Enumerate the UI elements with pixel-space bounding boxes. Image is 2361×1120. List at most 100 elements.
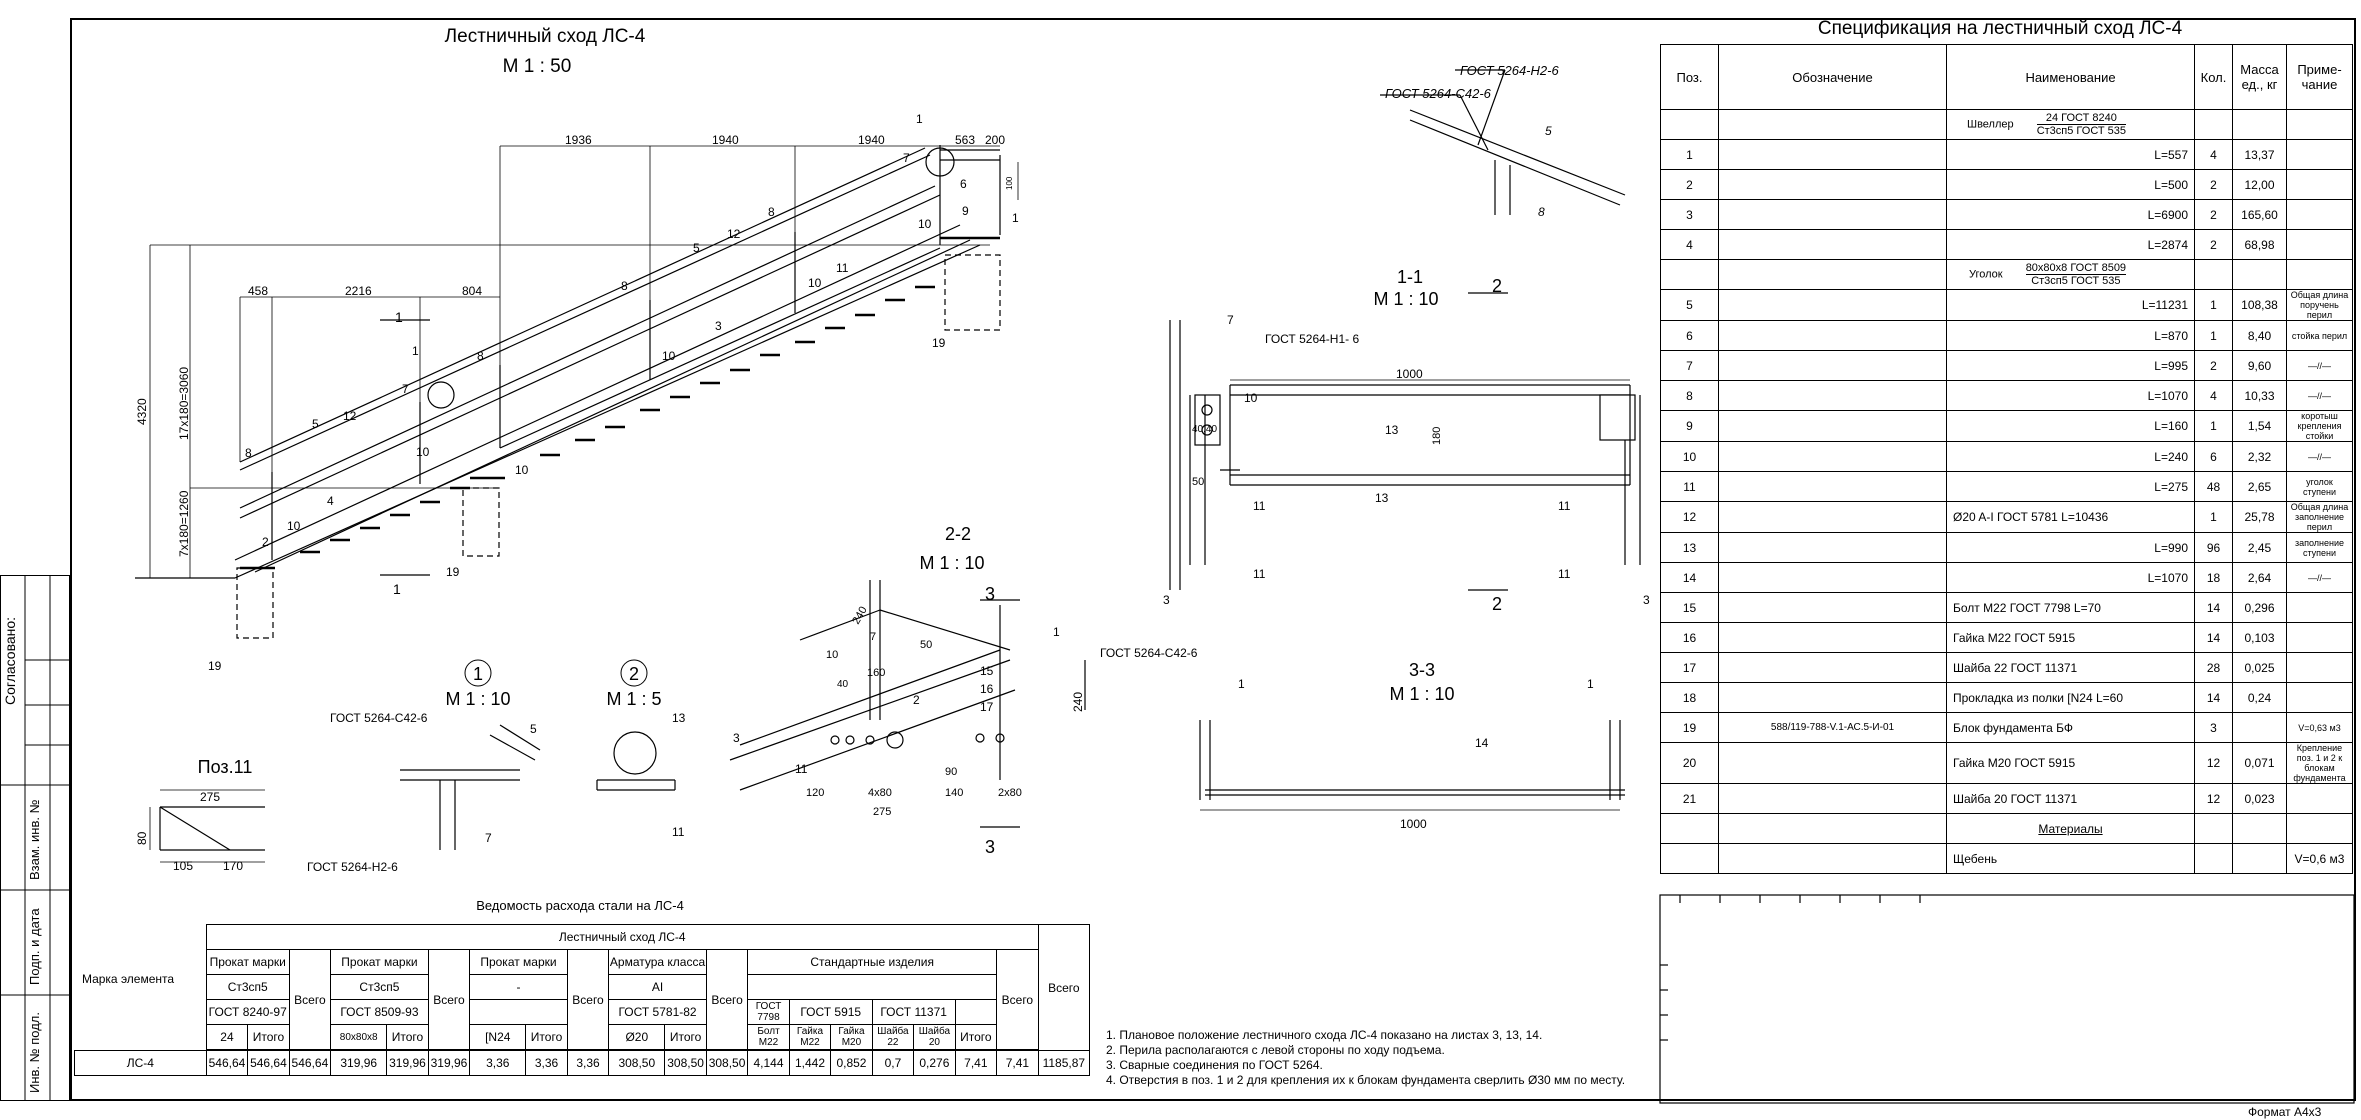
gost-h2-6-top: ГОСТ 5264-Н2-6 [1460, 63, 1559, 78]
weld-detail-top [1380, 69, 1626, 215]
sec11-title: 1-1 [1397, 267, 1423, 287]
spec-cell-mass: 9,60 [2232, 350, 2287, 381]
sec22-dim-4x80: 4x80 [868, 787, 892, 799]
drawing-frame [70, 18, 2356, 1101]
num-3: 3 [715, 319, 722, 333]
spec-cell-des [1718, 441, 1947, 472]
spec-cell-note: —//— [2286, 380, 2353, 411]
spec-cell-mass: 1,54 [2232, 410, 2287, 442]
spec-cell-name: L=995 [1946, 350, 2195, 381]
num-15: 15 [980, 664, 994, 678]
spec-cell-mass: 68,98 [2232, 229, 2287, 260]
dim-left-2: 17x180=3060 [177, 367, 191, 440]
spec-cell-des [1718, 320, 1947, 351]
steel-cell: 546,64 [288, 1050, 332, 1076]
num-10g: 10 [1244, 391, 1258, 405]
spec-cell-pos: 11 [1660, 471, 1719, 502]
grade-3: - [469, 974, 568, 1000]
spec-cell-name: Гайка М20 ГОСТ 5915 [1946, 742, 2195, 784]
steel-header-main: Лестничный сход ЛС-4 [205, 924, 1039, 950]
spec-cell-des [1718, 592, 1947, 623]
node1-number: 1 [473, 664, 483, 684]
spec-h-mass: Масса ед., кг [2232, 44, 2287, 110]
spec-cell-mass: 2,32 [2232, 441, 2287, 472]
spec-cell-name: Прокладка из полки [N24 L=60 [1946, 682, 2195, 713]
spec-cell-des [1718, 783, 1947, 814]
spec-cell-note: —//— [2286, 562, 2353, 593]
col-itogo-4: Итого [664, 1024, 707, 1050]
sec33-title: 3-3 [1409, 660, 1435, 680]
gost-8509: ГОСТ 8509-93 [330, 999, 429, 1025]
group1-top: 24 ГОСТ 8240 [2036, 112, 2127, 125]
spec-h-name: Наименование [1946, 44, 2195, 110]
gost-11371: ГОСТ 11371 [871, 999, 956, 1025]
spec-cell-mass: 0,023 [2232, 783, 2287, 814]
dim-top-1: 1936 [565, 133, 592, 147]
num-8a: 8 [768, 205, 775, 219]
spec-cell-note: —//— [2286, 350, 2353, 381]
main-view-title: Лестничный сход ЛС-4 [445, 26, 646, 47]
spec-cell-note: Крепление поз. 1 и 2 к блокам фундамента [2286, 742, 2353, 784]
spec-cell-qty: 1 [2194, 320, 2233, 351]
num-8e: 8 [1538, 205, 1545, 219]
steel-cell: 319,96 [386, 1050, 429, 1076]
spec-cell-note: коротыш крепления стойки [2286, 410, 2353, 442]
sec22-dim-50: 50 [920, 639, 932, 651]
section-1-1 [1169, 320, 1641, 590]
num-10b: 10 [808, 276, 822, 290]
gost-c42-33: ГОСТ 5264-С42-6 [1100, 646, 1198, 660]
group2-top: 80х80х8 ГОСТ 8509 [2025, 262, 2127, 275]
spec-cell-des: 588/119-788-V.1-АС.5-И-01 [1718, 712, 1947, 743]
spec-cell-qty: 28 [2194, 652, 2233, 683]
steel-cell: 7,41 [954, 1050, 998, 1076]
spec-cell-pos: 5 [1660, 289, 1719, 321]
steel-cell: 546,64 [205, 1050, 249, 1076]
gost-c42-6-top: ГОСТ 5264-С42-6 [1385, 86, 1492, 101]
num-3d: 3 [733, 731, 740, 745]
num-10a: 10 [918, 217, 932, 231]
gost-h2-node: ГОСТ 5264-Н2-6 [307, 860, 398, 874]
col-itogo-1: Итого [247, 1024, 290, 1050]
spec-cell-des [1718, 229, 1947, 260]
steel-cell: 0,7 [871, 1050, 915, 1076]
spec-cell-name: Гайка М22 ГОСТ 5915 [1946, 622, 2195, 653]
dim-mid-1: 458 [248, 284, 268, 298]
spec-cell-des [1718, 199, 1947, 230]
num-19a: 19 [932, 336, 946, 350]
sec11-dim-4040: 40,40 [1192, 424, 1217, 435]
steel-cell: 3,36 [469, 1050, 527, 1076]
num-8b: 8 [621, 279, 628, 293]
spec-cell-name: L=275 [1946, 471, 2195, 502]
num-2b: 2 [913, 693, 920, 707]
note-3: 3. Сварные соединения по ГОСТ 5264. [1106, 1058, 1323, 1072]
main-view-scale: М 1 : 50 [503, 56, 572, 77]
col-wash20: Шайба 20 [913, 1024, 956, 1050]
sec11-scale: М 1 : 10 [1373, 289, 1438, 309]
spec-cell-pos: 10 [1660, 441, 1719, 472]
sec-2-bottom: 2 [1492, 594, 1502, 614]
side-stamp: Согласовано: Взам. инв. № Подп. и дата И… [0, 575, 70, 1101]
sec22-dim-40: 40 [837, 679, 849, 690]
sec11-dim-180: 180 [1431, 427, 1443, 445]
spec-cell-pos: 16 [1660, 622, 1719, 653]
col-24: 24 [205, 1024, 249, 1050]
steel-cell: 1185,87 [1037, 1050, 1091, 1076]
num-1c: 1 [412, 344, 419, 358]
spec-cell-pos: 18 [1660, 682, 1719, 713]
sec33-scale: М 1 : 10 [1389, 684, 1454, 704]
spec-cell-note [2286, 139, 2353, 170]
spec-cell-note [2286, 622, 2353, 653]
grade-2: Ст3сп5 [330, 974, 429, 1000]
spec-cell-mass: 2,45 [2232, 532, 2287, 563]
col-itogo-3: Итого [525, 1024, 568, 1050]
spec-cell-pos: 19 [1660, 712, 1719, 743]
node2-scale: М 1 : 5 [606, 689, 661, 709]
spec-cell-qty: 2 [2194, 169, 2233, 200]
